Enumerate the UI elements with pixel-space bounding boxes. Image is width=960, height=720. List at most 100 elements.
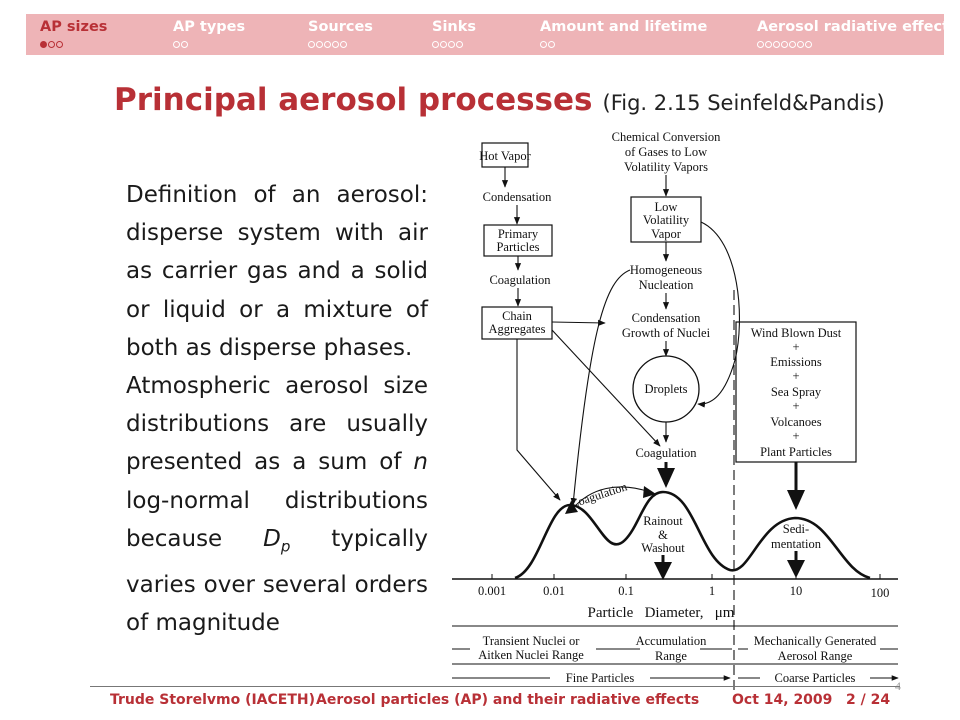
nav-section-title[interactable]: AP sizes bbox=[40, 19, 108, 35]
tick-label: 100 bbox=[871, 586, 890, 600]
footer-page-count: 2 / 24 bbox=[846, 692, 891, 708]
label-chain-1: Chain bbox=[502, 309, 533, 323]
nav-dots bbox=[308, 38, 373, 48]
nav-dot[interactable] bbox=[440, 41, 447, 48]
label-primary-2: Particles bbox=[496, 240, 539, 254]
nav-section-title[interactable]: Aerosol radiative effects bbox=[757, 19, 958, 35]
nav-dot[interactable] bbox=[789, 41, 796, 48]
label-sedi-1: Sedi- bbox=[783, 522, 809, 536]
nav-section-title[interactable]: Amount and lifetime bbox=[540, 19, 708, 35]
label-chem-1: Chemical Conversion bbox=[612, 130, 721, 144]
nav-dot[interactable] bbox=[456, 41, 463, 48]
nav-dot[interactable] bbox=[805, 41, 812, 48]
label-coarse-particles: Coarse Particles bbox=[775, 671, 856, 685]
nav-dot[interactable] bbox=[308, 41, 315, 48]
math-dp-base: D bbox=[263, 525, 281, 552]
label-homog-2: Nucleation bbox=[639, 278, 695, 292]
nav-dots bbox=[173, 38, 245, 48]
nav-dot[interactable] bbox=[332, 41, 339, 48]
tick-label: 10 bbox=[790, 584, 803, 598]
arrow-head bbox=[643, 486, 656, 498]
label-fine-particles: Fine Particles bbox=[566, 671, 635, 685]
footer-author-name: Trude Storelvmo bbox=[110, 692, 241, 708]
size-distribution-curve bbox=[514, 490, 871, 580]
nav-dot[interactable] bbox=[316, 41, 323, 48]
paragraph-size-distributions: Atmospheric aerosol size distributions a… bbox=[126, 367, 428, 642]
nav-dot[interactable] bbox=[173, 41, 180, 48]
label-rainout-3: Washout bbox=[641, 541, 685, 555]
nav-section-sinks[interactable]: Sinks bbox=[432, 19, 476, 48]
label-droplets: Droplets bbox=[644, 382, 687, 396]
nav-dot[interactable] bbox=[340, 41, 347, 48]
nav-dots bbox=[757, 38, 958, 48]
math-dp: Dp bbox=[263, 525, 291, 556]
tick-label: 0.1 bbox=[618, 584, 634, 598]
label-plus: + bbox=[792, 429, 799, 443]
label-mech-2: Aerosol Range bbox=[778, 649, 853, 663]
nav-dot[interactable] bbox=[181, 41, 188, 48]
nav-dot[interactable] bbox=[432, 41, 439, 48]
nav-dot[interactable] bbox=[781, 41, 788, 48]
label-chain-2: Aggregates bbox=[489, 322, 546, 336]
label-plus: + bbox=[792, 340, 799, 354]
label-accum-2: Range bbox=[655, 649, 687, 663]
arrow-thick-down bbox=[787, 560, 805, 578]
footer-talk-title: Aerosol particles (AP) and their radiati… bbox=[316, 692, 700, 708]
nav-dot[interactable] bbox=[48, 41, 55, 48]
nav-section-ap-sizes[interactable]: AP sizes bbox=[40, 19, 107, 48]
nav-section-sources[interactable]: Sources bbox=[308, 19, 373, 48]
nav-dot[interactable] bbox=[324, 41, 331, 48]
text-run: typically varies over several orders of … bbox=[126, 525, 429, 636]
nav-section-radiative-effects[interactable]: Aerosol radiative effects bbox=[757, 19, 958, 48]
arrow-nucleation-to-mode bbox=[570, 269, 631, 506]
nav-dots bbox=[540, 38, 707, 48]
math-dp-subscript: p bbox=[280, 537, 291, 556]
nav-dot[interactable] bbox=[797, 41, 804, 48]
arrow-thick-down bbox=[787, 490, 805, 510]
label-wind-3: Sea Spray bbox=[771, 385, 822, 399]
label-condensation: Condensation bbox=[483, 190, 552, 204]
nav-section-amount-lifetime[interactable]: Amount and lifetime bbox=[540, 19, 707, 48]
nav-section-ap-types[interactable]: AP types bbox=[173, 19, 245, 48]
nav-dot[interactable] bbox=[548, 41, 555, 48]
label-wind-5: Plant Particles bbox=[760, 445, 832, 459]
nav-dot[interactable] bbox=[757, 41, 764, 48]
nav-section-title[interactable]: Sources bbox=[308, 19, 373, 35]
arrow-vapor-to-droplets bbox=[697, 221, 740, 408]
text-run: log-normal distributions because bbox=[126, 487, 428, 552]
tick-label: 0.01 bbox=[543, 584, 565, 598]
label-lvv-2: Volatility bbox=[643, 213, 690, 227]
label-chem-2: of Gases to Low bbox=[625, 145, 707, 159]
arrow-chain-to-growth bbox=[551, 319, 606, 326]
label-sedi-2: mentation bbox=[771, 537, 822, 551]
label-chem-3: Volatility Vapors bbox=[624, 160, 708, 174]
nav-dot[interactable] bbox=[40, 41, 47, 48]
nav-dot[interactable] bbox=[773, 41, 780, 48]
label-cond-growth-1: Condensation bbox=[632, 311, 701, 325]
slide-title: Principal aerosol processes(Fig. 2.15 Se… bbox=[114, 82, 885, 118]
nav-dot[interactable] bbox=[765, 41, 772, 48]
label-transient-1: Transient Nuclei or bbox=[483, 634, 581, 648]
footer-author: Trude Storelvmo (IACETH) bbox=[110, 692, 315, 708]
label-cond-growth-2: Growth of Nuclei bbox=[622, 326, 711, 340]
label-wind-2: Emissions bbox=[770, 355, 822, 369]
nav-dot[interactable] bbox=[56, 41, 63, 48]
arrow-head bbox=[565, 501, 578, 514]
axis-ticks bbox=[491, 574, 881, 579]
label-hot-vapor: Hot Vapor bbox=[479, 149, 531, 163]
paragraph-definition: Definition of an aerosol: disperse syste… bbox=[126, 182, 428, 361]
label-accum-1: Accumulation bbox=[636, 634, 708, 648]
nav-section-title[interactable]: Sinks bbox=[432, 19, 477, 35]
axis-label: Particle Diameter, μm bbox=[588, 605, 735, 621]
nav-section-title[interactable]: AP types bbox=[173, 19, 246, 35]
nav-dot[interactable] bbox=[448, 41, 455, 48]
label-wind-1: Wind Blown Dust bbox=[751, 326, 842, 340]
slide-title-main: Principal aerosol processes bbox=[114, 82, 593, 118]
label-coagulation-mid: Coagulation bbox=[635, 446, 697, 460]
nav-dot[interactable] bbox=[540, 41, 547, 48]
text-run: Atmospheric aerosol size distributions a… bbox=[126, 373, 428, 476]
label-coagulation-curve: Coagulation bbox=[569, 479, 629, 510]
footer-date: Oct 14, 2009 bbox=[732, 692, 833, 708]
label-rainout-1: Rainout bbox=[643, 514, 683, 528]
